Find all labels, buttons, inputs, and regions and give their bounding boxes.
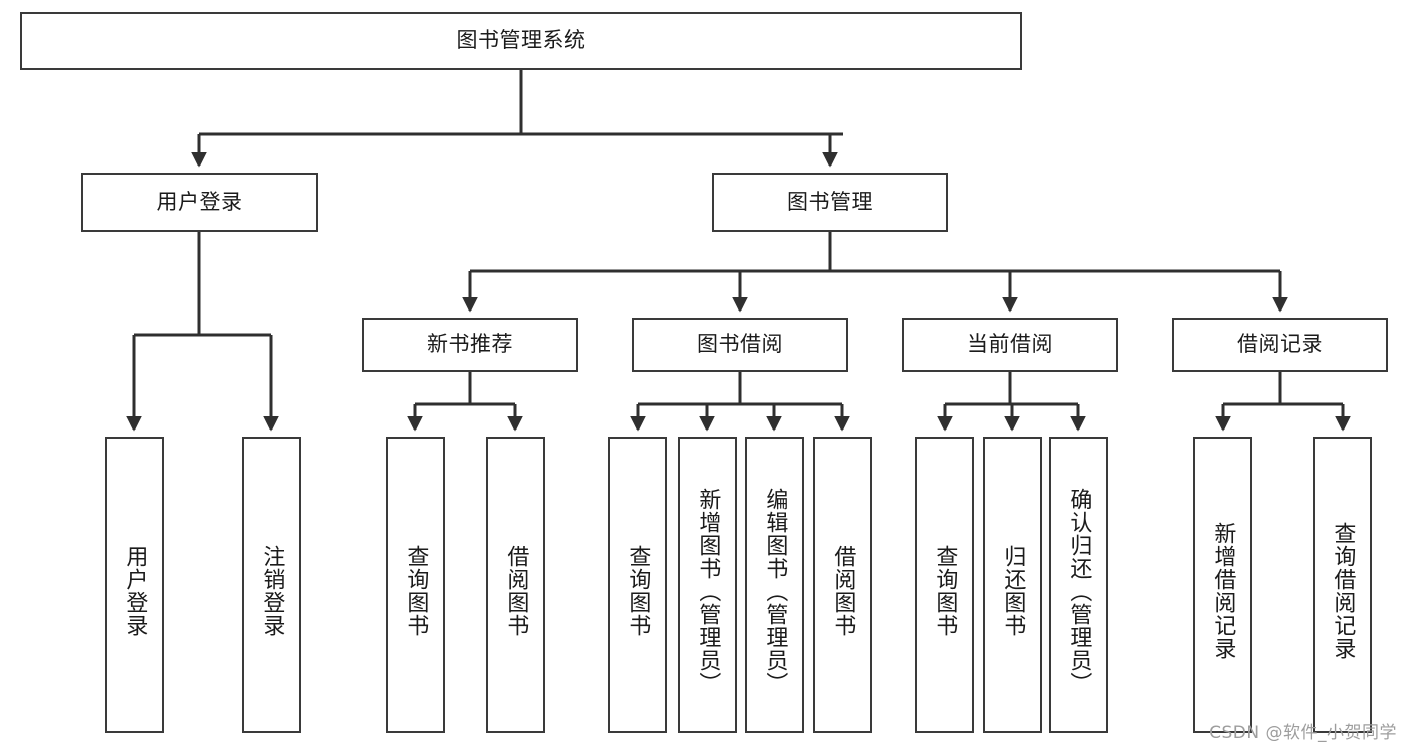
node-label: 新增图书（管理员） xyxy=(695,488,721,695)
watermark: CSDN @软件_小贺同学 xyxy=(1209,723,1397,743)
node-label: 确认归还（管理员） xyxy=(1066,488,1092,695)
node-label: 注销登录 xyxy=(259,545,285,637)
node-borrow-record[interactable]: 借阅记录 xyxy=(1172,318,1388,372)
node-label: 查询图书 xyxy=(932,545,958,637)
node-label: 借阅图书 xyxy=(503,545,529,637)
node-new-book-recommend[interactable]: 新书推荐 xyxy=(362,318,578,372)
node-label: 图书管理 xyxy=(787,189,873,214)
node-label: 借阅记录 xyxy=(1237,332,1323,357)
node-book-borrow[interactable]: 图书借阅 xyxy=(632,318,848,372)
node-label: 当前借阅 xyxy=(967,332,1053,357)
leaf-current-search-book[interactable]: 查询图书 xyxy=(915,437,974,733)
node-label: 编辑图书（管理员） xyxy=(762,488,788,695)
leaf-borrow-borrow-book[interactable]: 借阅图书 xyxy=(813,437,872,733)
leaf-new-book-search[interactable]: 查询图书 xyxy=(386,437,445,733)
node-label: 图书管理系统 xyxy=(456,28,586,53)
node-label: 新书推荐 xyxy=(427,332,513,357)
node-current-borrow[interactable]: 当前借阅 xyxy=(902,318,1118,372)
leaf-current-confirm-return[interactable]: 确认归还（管理员） xyxy=(1049,437,1108,733)
node-label: 借阅图书 xyxy=(830,545,856,637)
node-user-login[interactable]: 用户登录 xyxy=(81,173,318,232)
leaf-current-return-book[interactable]: 归还图书 xyxy=(983,437,1042,733)
node-label: 用户登录 xyxy=(122,545,148,637)
node-label: 查询图书 xyxy=(403,545,429,637)
node-root-system[interactable]: 图书管理系统 xyxy=(20,12,1022,70)
leaf-borrow-add-book[interactable]: 新增图书（管理员） xyxy=(678,437,737,733)
node-label: 查询图书 xyxy=(625,545,651,637)
node-label: 图书借阅 xyxy=(697,332,783,357)
leaf-record-search[interactable]: 查询借阅记录 xyxy=(1313,437,1372,733)
node-label: 查询借阅记录 xyxy=(1330,522,1356,660)
node-label: 归还图书 xyxy=(1000,545,1026,637)
node-label: 用户登录 xyxy=(156,189,243,214)
leaf-borrow-search-book[interactable]: 查询图书 xyxy=(608,437,667,733)
leaf-borrow-edit-book[interactable]: 编辑图书（管理员） xyxy=(745,437,804,733)
leaf-record-add[interactable]: 新增借阅记录 xyxy=(1193,437,1252,733)
node-book-management[interactable]: 图书管理 xyxy=(712,173,948,232)
leaf-new-book-borrow[interactable]: 借阅图书 xyxy=(486,437,545,733)
node-label: 新增借阅记录 xyxy=(1210,522,1236,660)
leaf-user-login-logout[interactable]: 注销登录 xyxy=(242,437,301,733)
leaf-user-login-login[interactable]: 用户登录 xyxy=(105,437,164,733)
